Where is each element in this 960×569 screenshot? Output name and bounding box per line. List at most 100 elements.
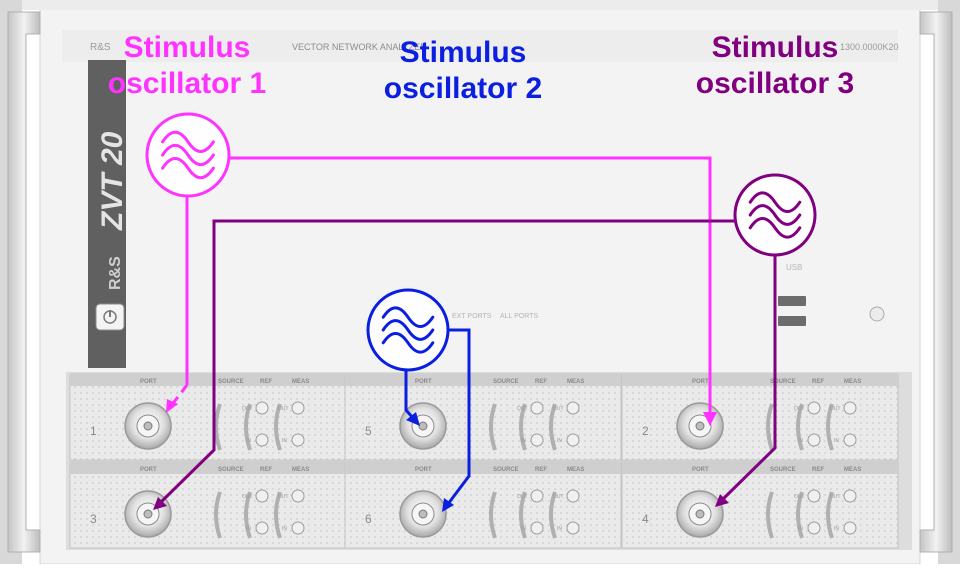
- top-frame: [0, 0, 960, 10]
- port-2-ref-in-jack[interactable]: [807, 433, 821, 447]
- port-3-meas-label: MEAS: [292, 467, 309, 473]
- port-2-meas-label: MEAS: [844, 379, 861, 385]
- port-1-number: 1: [90, 424, 97, 438]
- port-2-connector[interactable]: [676, 402, 724, 450]
- osc2-port5-arrowhead: [406, 412, 420, 426]
- oscillator-2-title-line1: Stimulus: [399, 36, 527, 69]
- port-6-jumper-3: [549, 491, 557, 539]
- port-1-connector[interactable]: [124, 402, 172, 450]
- osc3-port4-arrowhead: [715, 494, 729, 507]
- sine-wave-icon: [161, 130, 215, 153]
- port-3-meas-in-label: IN: [282, 526, 287, 532]
- port-1-meas-in-label: IN: [282, 438, 287, 444]
- oscillator-1-title-line1: Stimulus: [123, 31, 251, 64]
- port-3-ref-label: REF: [260, 467, 272, 473]
- port-4-port-label: PORT: [692, 467, 709, 473]
- port-2-port-label: PORT: [692, 379, 709, 385]
- port-4-number: 4: [642, 512, 649, 526]
- port-3-ref-out-label: OUT: [242, 494, 253, 500]
- port-3-jumper-2: [244, 491, 252, 539]
- port-4-ref-in-jack[interactable]: [807, 521, 821, 535]
- oscillator-1-title: Stimulus oscillator 1: [80, 30, 294, 102]
- port-5-meas-out-label: OUT: [553, 406, 564, 412]
- oscillator-2-title-line2: oscillator 2: [383, 72, 543, 105]
- port-4-ref-out-label: OUT: [794, 494, 805, 500]
- port-4-jumper-2: [796, 491, 804, 539]
- port-6-connector[interactable]: [399, 490, 447, 538]
- port-6-meas-label: MEAS: [567, 467, 584, 473]
- sine-wave-icon: [161, 157, 215, 180]
- port-1-ref-in-label: IN: [246, 438, 251, 444]
- port-1-meas-out-jack[interactable]: [291, 401, 305, 415]
- port-5-jumper-2: [519, 403, 527, 451]
- port-1-jumper-1: [214, 403, 222, 451]
- ground-jack[interactable]: [869, 306, 885, 322]
- port-4-meas-in-label: IN: [834, 526, 839, 532]
- oscillator-2-title: Stimulus oscillator 2: [355, 35, 571, 107]
- sine-wave-icon: [748, 191, 802, 214]
- port-6-number: 6: [365, 512, 372, 526]
- sine-wave-icon: [748, 204, 802, 226]
- usb-port-2[interactable]: [778, 316, 806, 326]
- port-2-jumper-2: [796, 403, 804, 451]
- port-5-ref-in-jack[interactable]: [530, 433, 544, 447]
- port-6-meas-in-jack[interactable]: [566, 521, 580, 535]
- port-6-source-label: SOURCE: [493, 467, 519, 473]
- port-6-port-label: PORT: [415, 467, 432, 473]
- usb-port-1[interactable]: [778, 296, 806, 306]
- port-2-meas-in-label: IN: [834, 438, 839, 444]
- port-5-meas-out-jack[interactable]: [566, 401, 580, 415]
- port-2-meas-out-label: OUT: [830, 406, 841, 412]
- port-3-ref-out-jack[interactable]: [255, 489, 269, 503]
- port-4-ref-out-jack[interactable]: [807, 489, 821, 503]
- port-2-meas-out-jack[interactable]: [843, 401, 857, 415]
- port-5-ref-label: REF: [535, 379, 547, 385]
- port-6-ref-out-jack[interactable]: [530, 489, 544, 503]
- ext-ports-label: EXT PORTS: [452, 313, 492, 320]
- front-header: R&S VECTOR NETWORK ANALYZER 1300.0000K20: [62, 30, 899, 62]
- port-3-jumper-1: [214, 491, 222, 539]
- oscillator-3-symbol: [733, 173, 817, 257]
- port-5-meas-in-jack[interactable]: [566, 433, 580, 447]
- port-4-meas-out-jack[interactable]: [843, 489, 857, 503]
- port-1-ref-in-jack[interactable]: [255, 433, 269, 447]
- osc1-port1-arrowhead: [166, 399, 178, 413]
- port-2-meas-in-jack[interactable]: [843, 433, 857, 447]
- port-1-meas-in-jack[interactable]: [291, 433, 305, 447]
- port-3-ref-in-jack[interactable]: [255, 521, 269, 535]
- sine-wave-icon: [381, 306, 435, 329]
- port-1-ref-out-label: OUT: [242, 406, 253, 412]
- power-switch[interactable]: [95, 303, 125, 331]
- osc3-to-port4-line: [720, 255, 777, 502]
- port-5-port-label: PORT: [415, 379, 432, 385]
- port-1-ref-out-jack[interactable]: [255, 401, 269, 415]
- port-2-ref-out-label: OUT: [794, 406, 805, 412]
- port-5-ref-out-jack[interactable]: [530, 401, 544, 415]
- port-6-meas-out-label: OUT: [553, 494, 564, 500]
- port-5-jumper-3: [549, 403, 557, 451]
- port-1-jumper-3: [274, 403, 282, 451]
- port-6-ref-in-jack[interactable]: [530, 521, 544, 535]
- port-3-port-label: PORT: [140, 467, 157, 473]
- port-2-number: 2: [642, 424, 649, 438]
- oscillator-1-symbol: [145, 112, 231, 198]
- port-3-meas-out-jack[interactable]: [291, 489, 305, 503]
- port-5-number: 5: [365, 424, 372, 438]
- port-5-jumper-1: [489, 403, 497, 451]
- port-4-meas-in-jack[interactable]: [843, 521, 857, 535]
- port-3-meas-in-jack[interactable]: [291, 521, 305, 535]
- port-6-meas-out-jack[interactable]: [566, 489, 580, 503]
- sine-wave-icon: [381, 331, 435, 354]
- port-2-ref-out-jack[interactable]: [807, 401, 821, 415]
- rs-logo-text: R&S: [90, 42, 111, 53]
- port-2-jumper-1: [766, 403, 774, 451]
- port-5-ref-in-label: IN: [521, 438, 526, 444]
- port-4-connector[interactable]: [676, 490, 724, 538]
- port-4-meas-label: MEAS: [844, 467, 861, 473]
